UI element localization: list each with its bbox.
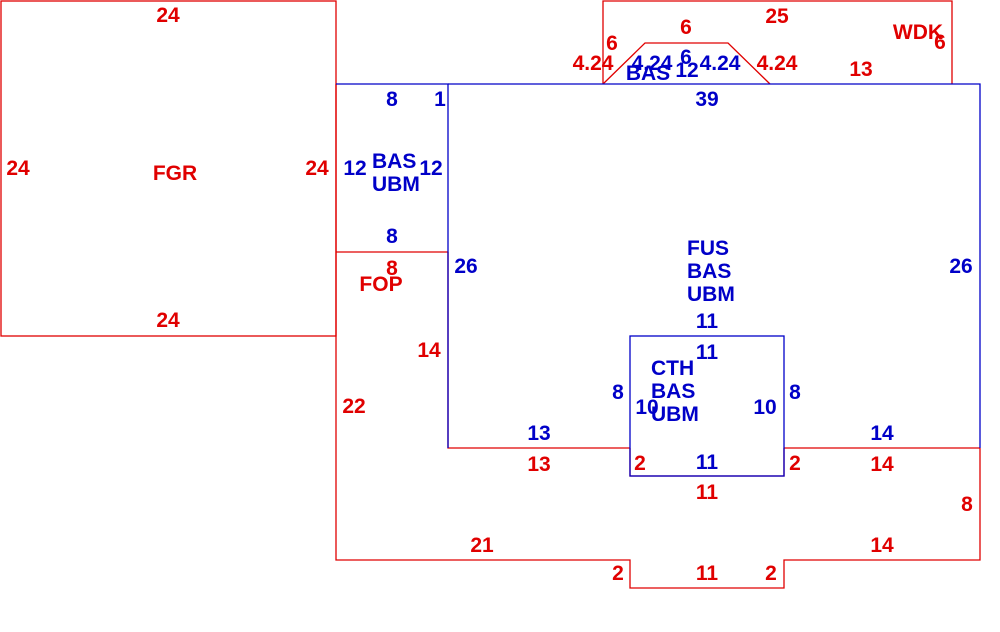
fus-label-line-2: BAS: [687, 260, 731, 283]
bas-small-label-line-1: BAS: [372, 150, 416, 173]
fop-left-step-dim: 2: [612, 562, 624, 585]
wdk-label: WDK: [893, 21, 943, 44]
bas-small-right-top-dim: 1: [434, 88, 446, 111]
cth-right-inner-dim: 10: [753, 396, 776, 419]
fgr-bottom-dim: 24: [156, 309, 180, 332]
cth-label-line-3: UBM: [651, 403, 699, 426]
bas-small-label-line-2: UBM: [372, 173, 420, 196]
fop-right-step-dim: 2: [765, 562, 777, 585]
fop-inner-top-dim: 13: [527, 453, 550, 476]
fus-label-line-1: FUS: [687, 237, 729, 260]
cth-label-line-1: CTH: [651, 357, 694, 380]
wdk-right-dim: 6: [934, 31, 946, 54]
fus-left-dim: 26: [454, 255, 477, 278]
bay-top-dim: 6: [680, 46, 692, 69]
cth-left-inner-dim: 10: [635, 396, 658, 419]
fop-outline: [335, 251, 981, 589]
wdk-bottom-dim: 13: [849, 58, 872, 81]
fop-bottom-left-dim: 21: [470, 534, 494, 557]
cth-top-dim: 11: [696, 341, 719, 364]
fus-top-dim: 39: [695, 88, 718, 111]
fgr-label: FGR: [153, 162, 197, 185]
fgr-right-dim: 24: [305, 157, 329, 180]
wdk-top-dim: 25: [765, 5, 789, 28]
fop-bottom-right-inner-dim: 14: [870, 453, 894, 476]
fop-notch-bottom-dim: 11: [696, 562, 719, 585]
fop-top-dim: 8: [386, 257, 398, 280]
fop-left-dim: 22: [342, 395, 365, 418]
fus-right-dim: 26: [949, 255, 972, 278]
fus-bottom-right-dim: 14: [870, 422, 894, 445]
wdk-bay-top-dim: 6: [680, 16, 692, 39]
cth-right-dim: 8: [789, 381, 801, 404]
bas-small-left-dim: 12: [343, 157, 366, 180]
bas-small-right-dim: 12: [419, 157, 442, 180]
bay-right-diag: 4.24: [700, 52, 741, 75]
wdk-bay-outline: [602, 42, 771, 85]
wdk-bay-right-diag: 4.24: [757, 52, 798, 75]
cth-outline: [629, 335, 785, 477]
bay-label-line-1: BAS: [626, 62, 670, 85]
bay-left-diag: 4.24: [632, 52, 673, 75]
bay-label-line-2: 12: [675, 59, 698, 82]
bas-small-top-dim: 8: [386, 88, 398, 111]
fop-right-dim: 14: [417, 339, 441, 362]
fus-bottom-left-dim: 13: [527, 422, 550, 445]
wdk-outline: [602, 0, 953, 84]
fgr-left-dim: 24: [6, 157, 30, 180]
fop-bottom-right-dim: 14: [870, 534, 894, 557]
cth-left-dim: 8: [612, 381, 624, 404]
fgr-top-dim: 24: [156, 4, 180, 27]
cth-outer-bottom-dim: 11: [696, 481, 719, 504]
cth-bottom-dim: 11: [696, 451, 719, 474]
cth-label-line-2: BAS: [651, 380, 695, 403]
fus-bay-top-dim: 11: [696, 310, 719, 333]
bas-small-bottom-dim: 8: [386, 225, 398, 248]
fus-outline: [447, 83, 981, 448]
fop-label: FOP: [359, 273, 402, 296]
cth-left-step-dim: 2: [634, 452, 646, 475]
wdk-bay-left-diag: 4.24: [573, 52, 614, 75]
wdk-left-dim: 6: [606, 32, 618, 55]
cth-right-step-dim: 2: [789, 452, 801, 475]
fop-right-end-dim: 8: [961, 493, 973, 516]
fus-label-line-3: UBM: [687, 283, 735, 306]
